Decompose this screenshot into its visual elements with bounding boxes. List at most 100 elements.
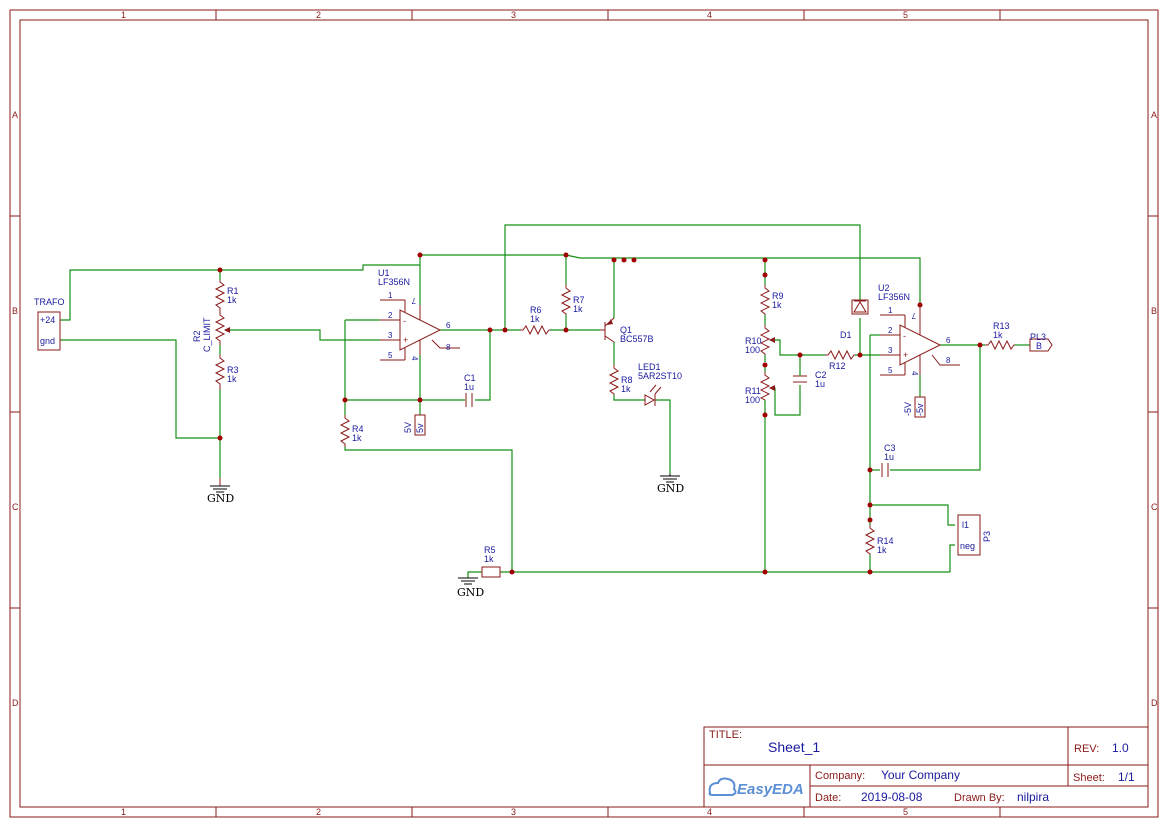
svg-text:LF356N: LF356N — [878, 292, 910, 302]
resistor-r1[interactable]: R1 1k — [214, 280, 239, 310]
ground-symbol-1: GND — [207, 478, 234, 505]
resistor-r3[interactable]: R3 1k — [214, 345, 239, 390]
title-block: TITLE: Sheet_1 REV: 1.0 Company: Your Co… — [703, 726, 1149, 808]
svg-text:100: 100 — [745, 345, 760, 355]
trafo-pin-plus24: +24 — [40, 315, 55, 325]
svg-text:R7: R7 — [573, 295, 585, 305]
logo-text: EasyEDA — [737, 781, 804, 798]
zone-row-b-right: B — [1151, 306, 1157, 316]
column-dividers — [215, 10, 1001, 817]
capacitor-c1[interactable]: C1 1u — [464, 373, 476, 407]
resistor-r13[interactable]: R13 1k — [985, 321, 1015, 351]
resistor-r7[interactable]: R7 1k — [560, 285, 585, 315]
svg-text:5AR2ST10: 5AR2ST10 — [638, 371, 682, 381]
svg-text:R1: R1 — [227, 286, 239, 296]
capacitor-c2[interactable]: C2 1u — [793, 370, 827, 389]
diode-d1[interactable]: D1 — [840, 299, 869, 340]
resistor-r8[interactable]: R8 1k — [608, 365, 633, 395]
svg-text:-: - — [903, 331, 906, 341]
sheet-frame: 1 2 3 4 5 1 2 3 4 5 A B C D A B C D — [9, 9, 1159, 818]
capacitor-c3[interactable]: C3 1u — [881, 443, 896, 477]
resistor-r12[interactable]: R12 — [825, 349, 855, 371]
svg-text:1k: 1k — [772, 300, 782, 310]
potentiometer-r11[interactable]: R11 100 — [745, 372, 775, 405]
connector-p3[interactable]: l1 neg P3 — [957, 514, 992, 556]
row-dividers — [10, 215, 1158, 609]
svg-text:1: 1 — [888, 306, 893, 315]
svg-text:R10: R10 — [745, 336, 762, 346]
wires — [60, 224, 1030, 578]
resistor-r4[interactable]: R4 1k — [339, 415, 364, 447]
svg-text:-: - — [403, 316, 406, 326]
svg-text:3: 3 — [388, 331, 393, 340]
led-led1[interactable]: LED1 5AR2ST10 — [638, 362, 682, 406]
svg-text:GND: GND — [457, 586, 484, 599]
svg-text:D1: D1 — [840, 330, 852, 340]
opamp-u2[interactable]: U2 LF356N 1 2 3 5 6 7 8 4 - + — [878, 283, 960, 376]
zone-col-5-top: 5 — [903, 10, 908, 20]
svg-text:1k: 1k — [877, 545, 887, 555]
svg-text:1k: 1k — [352, 433, 362, 443]
date-label: Date: — [815, 792, 841, 804]
svg-text:+: + — [403, 335, 408, 345]
svg-text:B: B — [1036, 341, 1042, 351]
sheet-title: Sheet_1 — [768, 739, 820, 755]
svg-text:R8: R8 — [621, 375, 633, 385]
svg-text:-5V: -5V — [903, 402, 913, 416]
zone-row-d-right: D — [1151, 698, 1158, 708]
zone-col-1-bottom: 1 — [121, 807, 126, 817]
zone-row-b-left: B — [12, 306, 18, 316]
svg-text:4: 4 — [910, 371, 919, 376]
zone-col-4-bottom: 4 — [707, 807, 712, 817]
zone-col-2-top: 2 — [316, 10, 321, 20]
net-port-pl3[interactable]: PL3 B — [1029, 332, 1053, 352]
company-value: Your Company — [881, 768, 960, 782]
potentiometer-r2[interactable]: R2 C_LIMIT — [192, 310, 230, 352]
svg-text:1k: 1k — [227, 295, 237, 305]
zone-col-4-top: 4 — [707, 10, 712, 20]
zone-row-a-right: A — [1151, 110, 1157, 120]
potentiometer-r10[interactable]: R10 100 — [745, 325, 775, 355]
svg-text:6: 6 — [446, 321, 451, 330]
power-flag-neg5v[interactable]: -5v -5V — [903, 396, 926, 418]
zone-col-1-top: 1 — [121, 10, 126, 20]
svg-text:R2: R2 — [192, 330, 202, 342]
zone-col-2-bottom: 2 — [316, 807, 321, 817]
svg-text:5v: 5v — [415, 423, 425, 433]
svg-text:R14: R14 — [877, 536, 894, 546]
rev-value: 1.0 — [1112, 741, 1129, 755]
resistor-r9[interactable]: R9 1k — [759, 285, 784, 315]
opamp-u1[interactable]: U1 LF356N 1 2 3 5 6 7 8 4 - + — [378, 268, 460, 361]
trafo-pin-gnd: gnd — [40, 336, 55, 346]
sheet-value: 1/1 — [1118, 770, 1135, 784]
resistor-r5[interactable]: R5 1k — [481, 545, 501, 578]
trafo-label: TRAFO — [34, 297, 65, 307]
power-flag-5v[interactable]: 5v 5V — [403, 414, 426, 436]
svg-text:LED1: LED1 — [638, 362, 661, 372]
resistor-r14[interactable]: R14 1k — [864, 525, 894, 555]
svg-text:GND: GND — [207, 492, 234, 505]
sheet-label: Sheet: — [1073, 772, 1105, 784]
svg-text:C1: C1 — [464, 373, 476, 383]
date-value: 2019-08-08 — [861, 790, 923, 804]
svg-text:1k: 1k — [484, 554, 494, 564]
svg-text:neg: neg — [960, 541, 975, 551]
drawn-by-value: nilpira — [1017, 790, 1049, 804]
svg-text:1u: 1u — [884, 452, 894, 462]
svg-text:1u: 1u — [815, 379, 825, 389]
trafo-connector[interactable]: TRAFO +24 gnd — [34, 297, 65, 351]
junction-dots — [217, 252, 983, 575]
transistor-q1[interactable]: Q1 BC557B — [600, 317, 654, 344]
svg-text:R6: R6 — [530, 305, 542, 315]
svg-text:8: 8 — [946, 356, 951, 365]
svg-text:R5: R5 — [484, 545, 496, 555]
svg-text:2: 2 — [888, 326, 893, 335]
svg-text:3: 3 — [888, 346, 893, 355]
ground-symbol-2: GND — [657, 474, 684, 495]
zone-col-3-top: 3 — [511, 10, 516, 20]
svg-text:1k: 1k — [993, 330, 1003, 340]
resistor-r6[interactable]: R6 1k — [520, 305, 550, 336]
zone-row-a-left: A — [12, 110, 18, 120]
svg-text:BC557B: BC557B — [620, 334, 654, 344]
